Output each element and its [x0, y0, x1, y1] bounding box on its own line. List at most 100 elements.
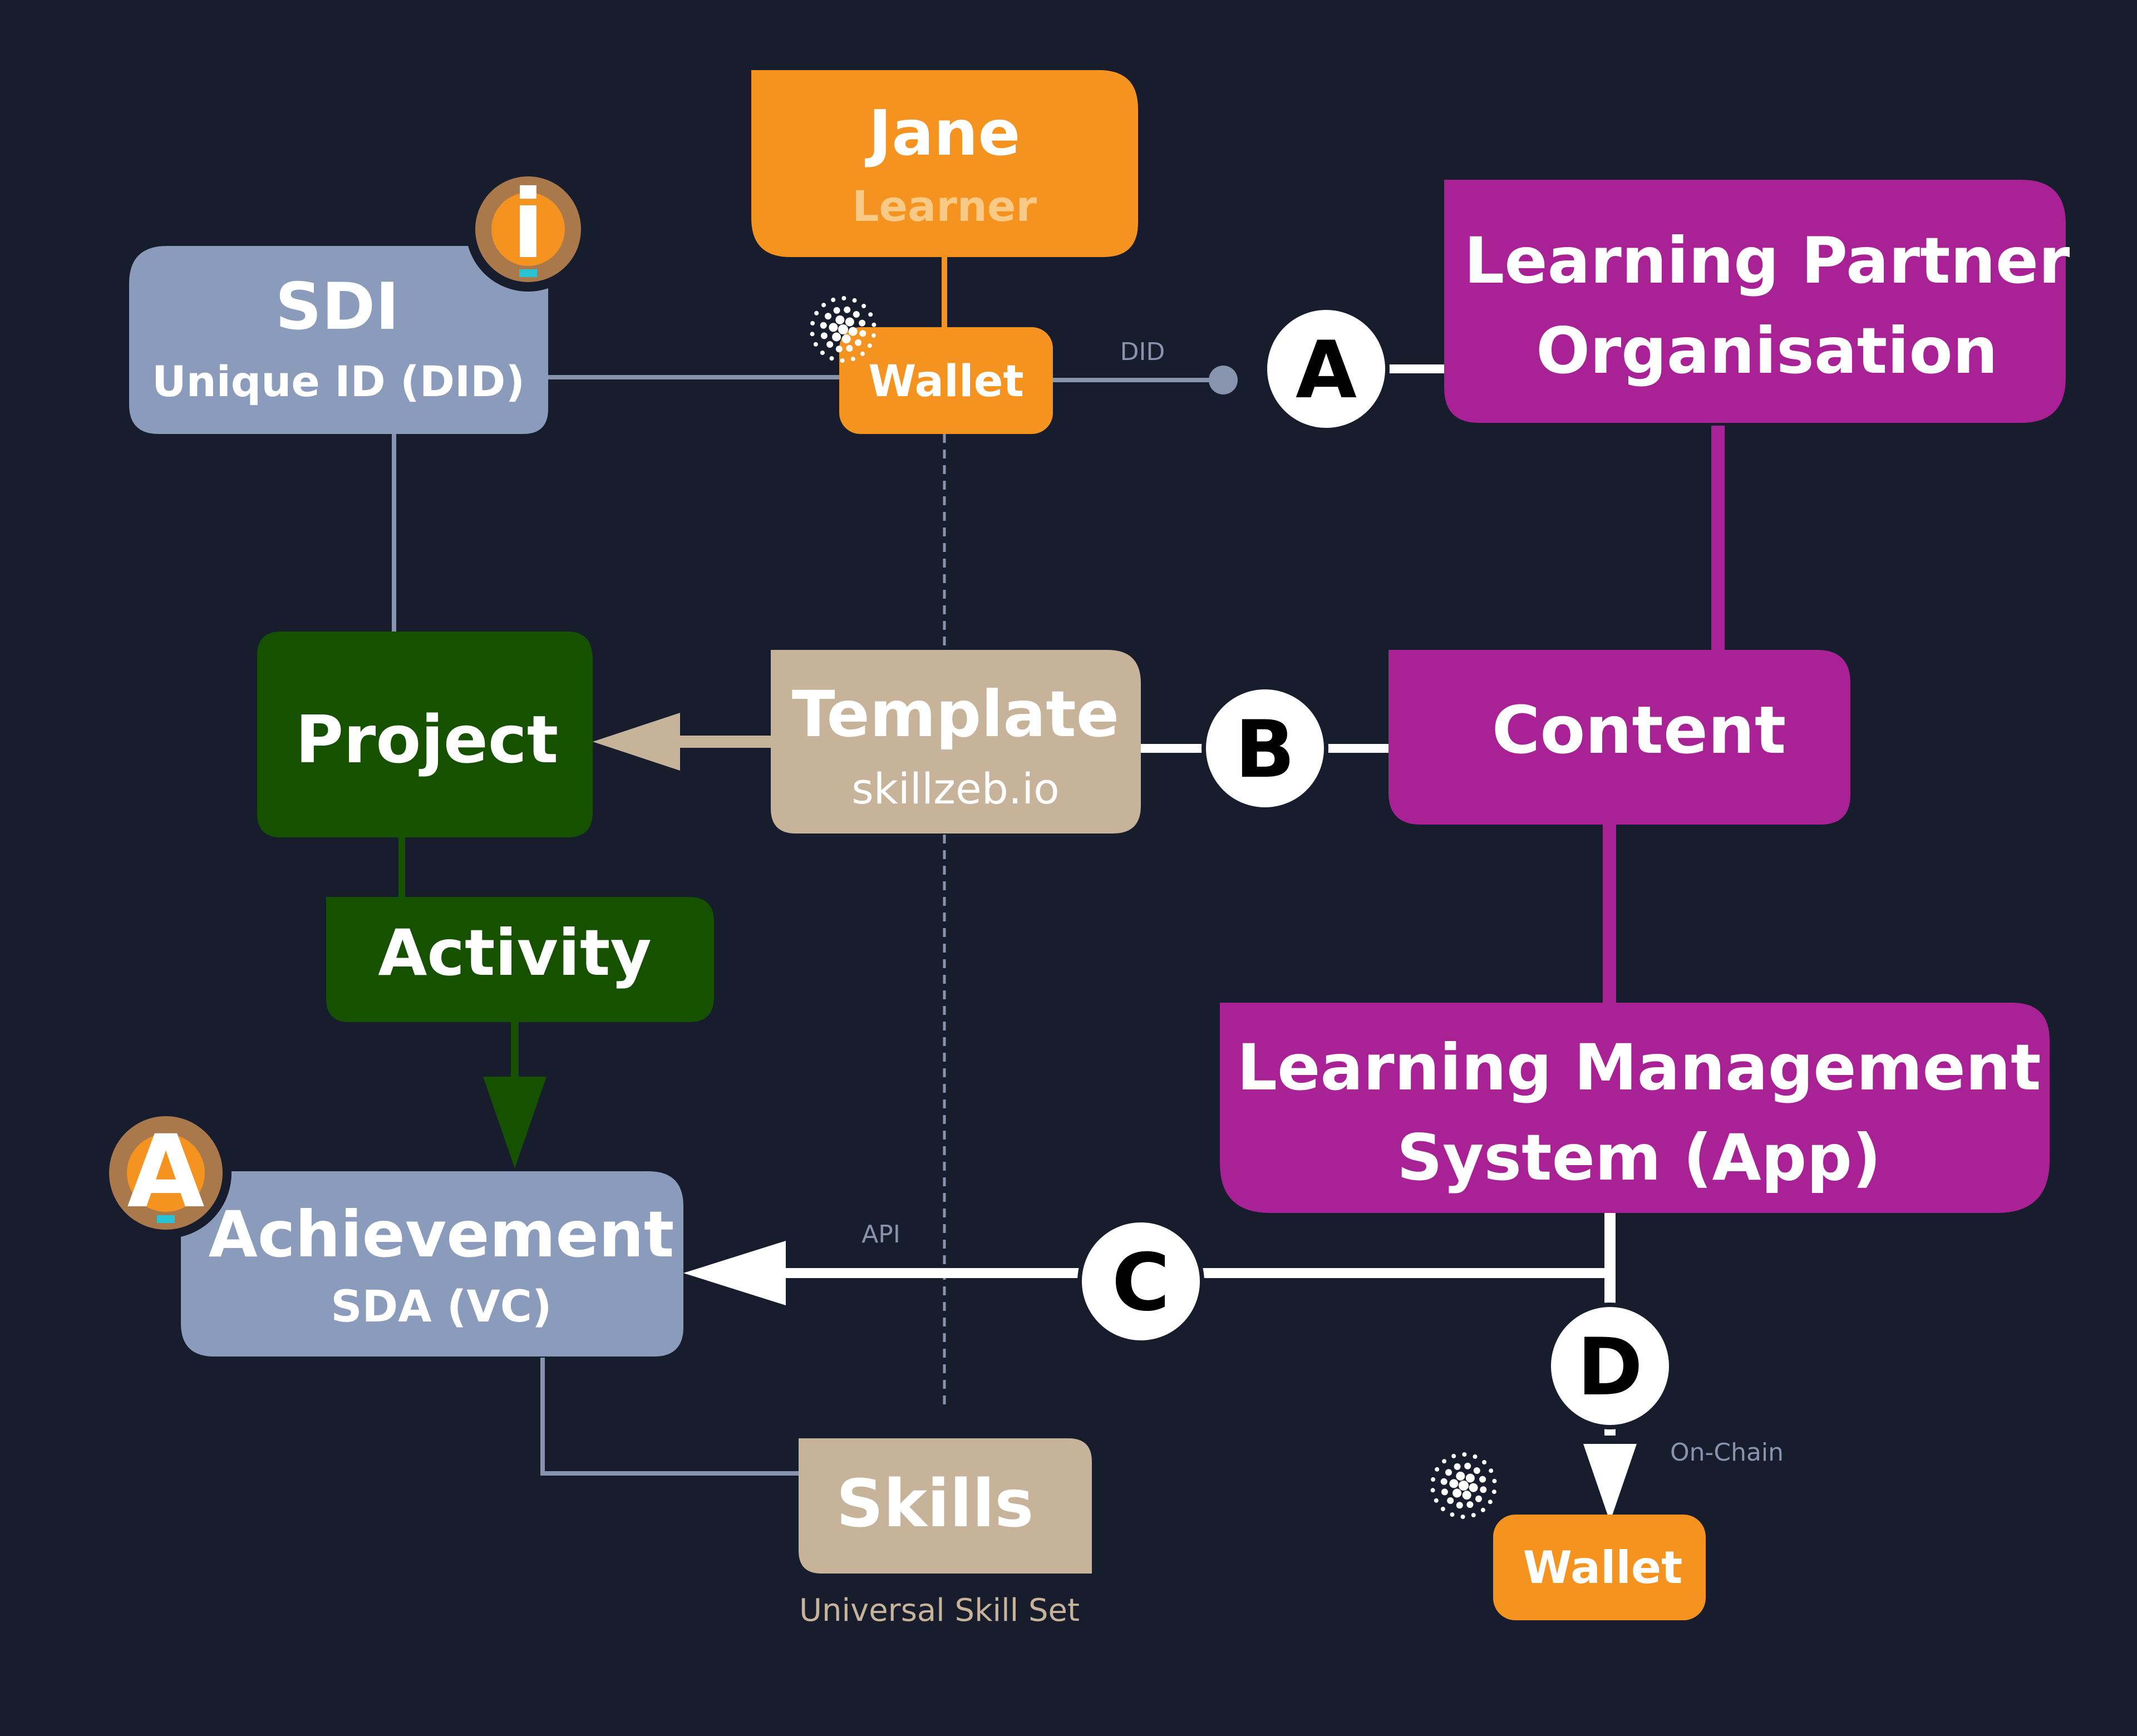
- connector-achievement-skills: [540, 1358, 799, 1476]
- node-learning-management-system[interactable]: Learning Management System (App): [1220, 1003, 2050, 1213]
- cardano-logo-icon: [810, 296, 877, 363]
- logo-dot: [825, 313, 831, 320]
- logo-dot: [848, 327, 858, 336]
- logo-dot: [1488, 1500, 1493, 1505]
- activity-title: Activity: [378, 916, 652, 990]
- logo-dot: [1434, 1498, 1439, 1503]
- logo-dot: [831, 297, 836, 302]
- logo-dot: [1441, 1488, 1448, 1496]
- logo-dot: [1482, 1460, 1487, 1464]
- logo-dot: [1452, 1488, 1462, 1498]
- logo-dot: [871, 322, 877, 327]
- node-activity[interactable]: Activity: [326, 897, 714, 1022]
- logo-dot: [859, 330, 866, 337]
- logo-dot: [1491, 1490, 1496, 1495]
- sdi-subtitle: Unique ID (DID): [152, 357, 525, 406]
- marker-d[interactable]: D: [1547, 1303, 1673, 1429]
- marker-d-label: D: [1577, 1321, 1643, 1413]
- logo-dot: [1440, 1507, 1445, 1511]
- wallet-bottom-title: Wallet: [1523, 1542, 1683, 1594]
- marker-c[interactable]: C: [1077, 1218, 1204, 1345]
- logo-dot: [1459, 1481, 1469, 1491]
- edge-label-did: DID: [1120, 338, 1165, 366]
- logo-dot: [1480, 1507, 1485, 1512]
- logo-dot: [814, 310, 819, 315]
- node-template[interactable]: Template skillzeb.io: [771, 650, 1141, 834]
- node-skills[interactable]: Skills: [799, 1438, 1092, 1574]
- node-project[interactable]: Project: [257, 632, 593, 837]
- node-wallet-bottom[interactable]: Wallet: [1493, 1515, 1706, 1620]
- arrowhead-activity-achievement: [483, 1077, 546, 1168]
- achievement-badge-letter: A: [127, 1114, 204, 1230]
- logo-dot: [1442, 1459, 1447, 1464]
- node-jane[interactable]: Jane Learner: [751, 70, 1138, 257]
- sdi-title: SDI: [275, 269, 400, 344]
- marker-b-label: B: [1235, 704, 1295, 796]
- logo-dot: [810, 332, 815, 337]
- node-wallet-top[interactable]: Wallet: [839, 327, 1053, 434]
- skills-title: Skills: [836, 1465, 1033, 1542]
- logo-dot: [820, 322, 827, 329]
- logo-dot: [1462, 1452, 1467, 1457]
- logo-dot: [1460, 1515, 1465, 1519]
- logo-dot: [841, 334, 851, 344]
- identity-badge-letter: i: [512, 170, 544, 280]
- logo-dot: [1489, 1468, 1494, 1473]
- logo-dot: [820, 351, 825, 355]
- logo-dot: [1471, 1513, 1476, 1518]
- marker-a-label: A: [1296, 324, 1357, 416]
- logo-dot: [1431, 1477, 1436, 1482]
- logo-dot: [835, 315, 845, 324]
- logo-dot: [859, 319, 866, 327]
- learning-partner-line2: Organisation: [1536, 314, 1998, 388]
- lms-line1: Learning Management: [1237, 1030, 2041, 1104]
- logo-dot: [1475, 1495, 1482, 1502]
- logo-dot: [860, 351, 865, 356]
- node-sdi[interactable]: SDI Unique ID (DID): [129, 246, 548, 434]
- logo-dot: [820, 332, 828, 339]
- marker-a[interactable]: A: [1263, 305, 1390, 432]
- logo-dot: [852, 298, 857, 303]
- logo-dot: [1451, 1453, 1456, 1458]
- marker-b[interactable]: B: [1202, 685, 1328, 812]
- template-title: Template: [792, 677, 1119, 751]
- jane-title: Jane: [865, 97, 1021, 170]
- logo-dot: [838, 324, 848, 334]
- arrowhead-lms-achievement: [683, 1241, 786, 1305]
- logo-dot: [829, 323, 838, 332]
- logo-dot: [833, 307, 840, 314]
- logo-dot: [844, 306, 851, 313]
- node-learning-partner-organisation[interactable]: Learning Partner Organisation: [1444, 180, 2070, 423]
- logo-dot: [1473, 1454, 1478, 1459]
- edge-label-on-chain: On-Chain: [1670, 1438, 1784, 1467]
- logo-dot: [1454, 1463, 1461, 1470]
- lms-line2: System (App): [1397, 1121, 1881, 1195]
- edge-label-api: API: [861, 1220, 900, 1249]
- node-content[interactable]: Content: [1388, 650, 1850, 825]
- logo-dot: [821, 303, 826, 308]
- logo-dot: [1480, 1486, 1487, 1493]
- logo-dot: [1440, 1478, 1447, 1485]
- project-title: Project: [296, 701, 559, 778]
- logo-dot: [835, 346, 843, 353]
- jane-subtitle: Learner: [852, 181, 1037, 231]
- identity-badge-icon: i: [466, 167, 590, 292]
- arrowhead-lms-wallet: [1583, 1444, 1637, 1522]
- marker-c-label: C: [1112, 1237, 1170, 1329]
- logo-dot: [1450, 1512, 1455, 1517]
- logo-dot: [1456, 1502, 1463, 1509]
- logo-dot: [840, 358, 845, 363]
- arrowhead-template-project: [593, 713, 680, 771]
- logo-dot: [810, 320, 815, 326]
- template-subtitle: skillzeb.io: [851, 764, 1060, 813]
- cardano-logo-icon: [1430, 1452, 1497, 1519]
- logo-dot: [867, 343, 872, 348]
- logo-dot: [861, 304, 866, 308]
- logo-dot: [1469, 1483, 1478, 1492]
- logo-dot: [868, 312, 873, 317]
- logo-dot: [1473, 1467, 1480, 1474]
- node-achievement[interactable]: Achievement SDA (VC): [181, 1171, 683, 1357]
- logo-dot: [1447, 1497, 1454, 1504]
- logo-dot: [850, 357, 855, 362]
